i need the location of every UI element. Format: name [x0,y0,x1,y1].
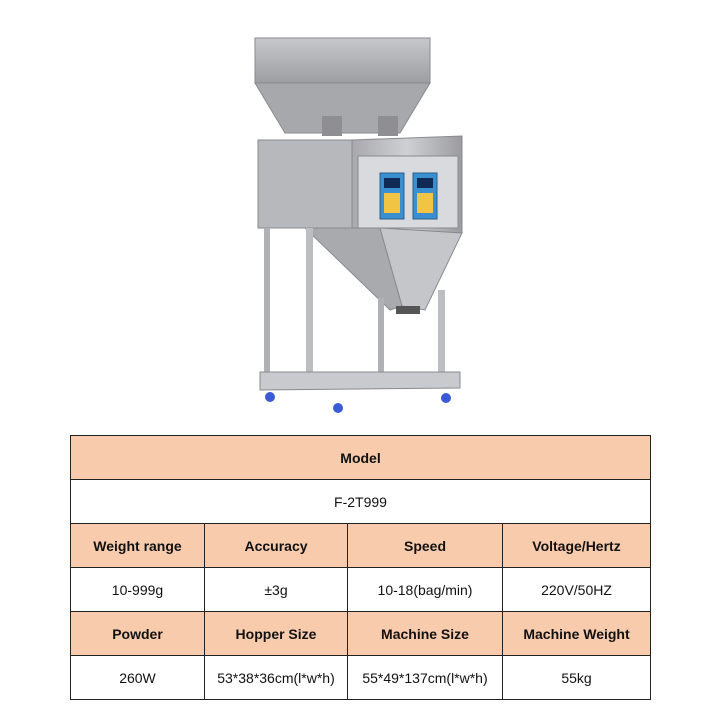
leg-right-back [378,298,384,378]
hopper-outlet-left [322,116,342,136]
value-speed: 10-18(bag/min) [347,567,503,612]
model-header: Model [69,435,652,480]
value-hopper-size: 53*38*36cm(l*w*h) [204,655,348,700]
header-voltage: Voltage/Hertz [501,523,652,568]
leg-left-front [306,228,313,388]
machine-body-side [257,139,353,229]
filling-machine-illustration [254,37,463,413]
header-hopper-size: Hopper Size [204,611,348,656]
value-accuracy: ±3g [204,567,348,612]
display-right [417,178,433,188]
header-speed: Speed [347,523,503,568]
header-accuracy: Accuracy [204,523,348,568]
value-powder: 260W [70,655,205,700]
hopper-top [254,37,431,84]
caster-wheel-1 [265,392,275,402]
value-voltage: 220V/50HZ [501,567,652,612]
control-panel-frame [357,155,459,229]
header-weight-range: Weight range [70,523,205,568]
header-powder: Powder [70,611,205,656]
caster-wheel-3 [441,393,451,403]
model-value: F-2T999 [69,479,652,524]
leg-right-front [438,290,445,380]
product-image [230,28,490,420]
keypad-left [384,193,400,213]
funnel-outlet [396,306,420,314]
header-machine-weight: Machine Weight [501,611,652,656]
spec-table: Model F-2T999 Weight range Accuracy Spee… [69,435,652,700]
funnel-front [379,227,463,311]
leg-left-back [264,228,270,378]
header-machine-size: Machine Size [347,611,503,656]
hopper-taper [254,82,431,134]
base-shelf [259,371,461,391]
display-left [384,178,400,188]
keypad-right [417,193,433,213]
hopper-outlet-right [378,116,398,136]
value-machine-weight: 55kg [501,655,652,700]
value-weight-range: 10-999g [70,567,205,612]
value-machine-size: 55*49*137cm(l*w*h) [347,655,503,700]
caster-wheel-2 [333,403,343,413]
